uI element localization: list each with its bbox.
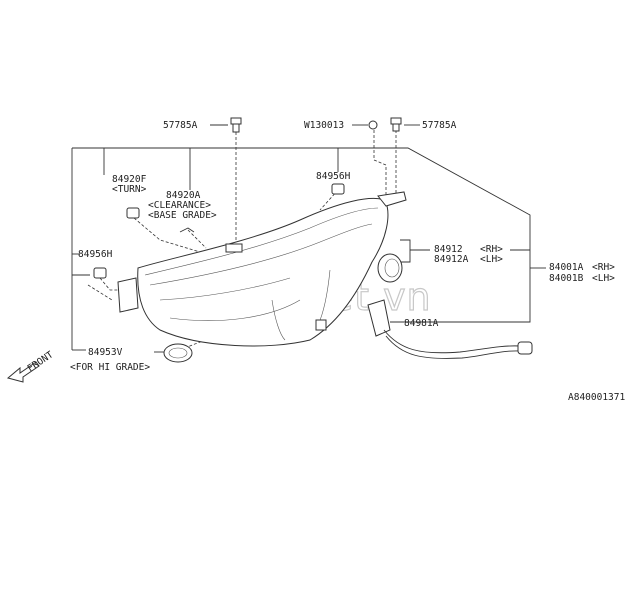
label-84981a: 84981A <box>404 318 439 329</box>
label-84001b: 84001B <box>549 273 584 284</box>
label-w130013: W130013 <box>304 120 344 131</box>
cover-84953v <box>163 343 193 363</box>
diagram-code: A840001371 <box>568 392 625 403</box>
headlamp-assembly <box>117 191 407 347</box>
bulb-84920a <box>179 227 195 233</box>
label-84001a-rh: <RH> <box>592 262 615 273</box>
label-57785a-right: 57785A <box>422 120 457 131</box>
label-84920f: 84920F <box>112 174 147 185</box>
label-57785a-left: 57785A <box>163 120 198 131</box>
label-for-hi-grade: <FOR HI GRADE> <box>70 362 150 373</box>
label-84956h-top: 84956H <box>316 171 351 182</box>
front-label: FRONT <box>26 349 56 374</box>
label-turn: <TURN> <box>112 184 147 195</box>
bolt-57785a-left <box>230 117 242 133</box>
label-84956h-left: 84956H <box>78 249 113 260</box>
label-clearance: <CLEARANCE> <box>148 200 211 211</box>
label-84912-rh: <RH> <box>480 244 503 255</box>
bulb-84920f <box>126 207 140 219</box>
label-84953v: 84953V <box>88 347 123 358</box>
label-base-grade: <BASE GRADE> <box>148 210 217 221</box>
bolt-57785a-right <box>390 117 402 132</box>
socket-84956h-left <box>93 267 107 279</box>
label-84912a: 84912A <box>434 254 469 265</box>
front-arrow-icon <box>6 361 40 383</box>
leader-lines <box>71 124 546 353</box>
label-84912: 84912 <box>434 244 463 255</box>
label-84001b-lh: <LH> <box>592 273 615 284</box>
label-84920a: 84920A <box>166 190 201 201</box>
harness-84981a <box>367 299 533 359</box>
label-84912a-lh: <LH> <box>480 254 503 265</box>
socket-84956h-top <box>331 183 345 195</box>
label-84001a: 84001A <box>549 262 584 273</box>
clip-w130013 <box>368 120 378 130</box>
socket-84912 <box>377 253 403 283</box>
